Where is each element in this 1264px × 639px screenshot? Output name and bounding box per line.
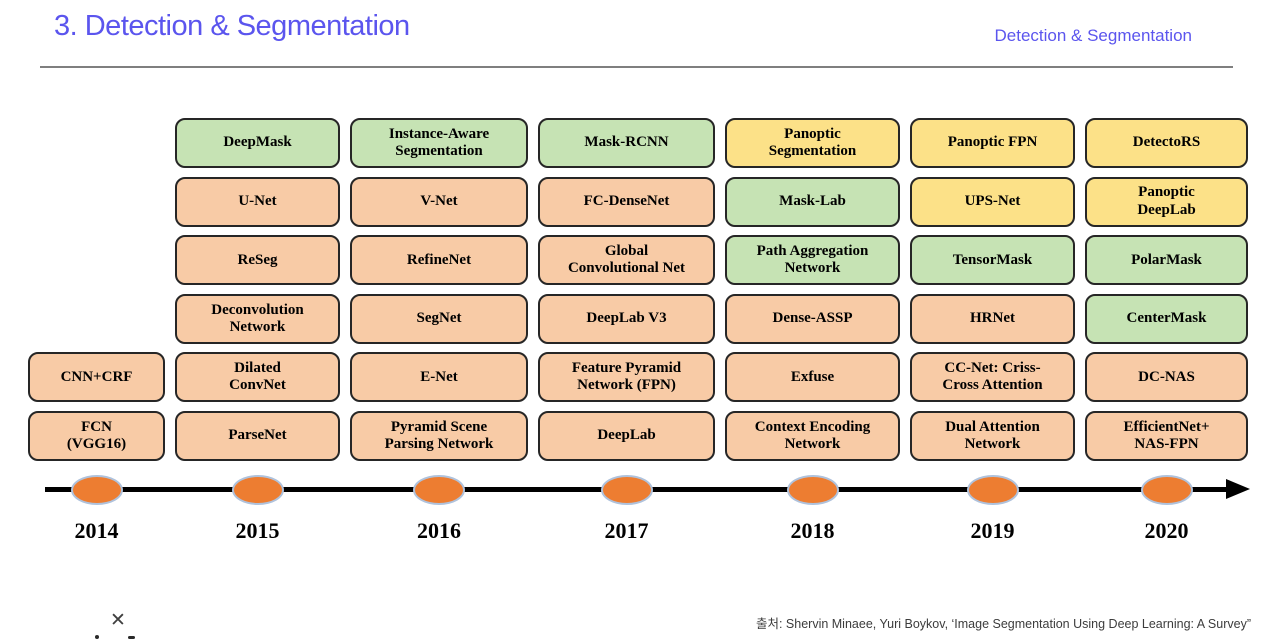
network-box: Instance-Aware Segmentation [350,118,528,168]
network-box: U-Net [175,176,340,227]
network-box: ParseNet [175,411,340,461]
network-box: Panoptic Segmentation [725,118,900,168]
network-box: Dual Attention Network [910,411,1075,461]
network-box: Mask-RCNN [538,118,715,168]
network-box: EfficientNet+ NAS-FPN [1085,411,1248,461]
year-label: 2019 [970,518,1015,543]
network-box: ReSeg [175,235,340,286]
network-box: Panoptic FPN [910,118,1075,168]
network-box: CenterMask [1085,293,1248,344]
network-box: Context Encoding Network [725,411,900,461]
cropped-signature-mark [95,635,99,639]
network-box: Global Convolutional Net [538,235,715,286]
network-box: CC-Net: Criss- Cross Attention [910,352,1075,403]
network-box: DeepLab V3 [538,293,715,344]
year-label: 2020 [1144,518,1189,543]
network-box: FC-DenseNet [538,176,715,227]
timeline-node [1140,475,1193,505]
network-box: RefineNet [350,235,528,286]
timeline-node [70,475,123,505]
network-box: V-Net [350,176,528,227]
network-box: SegNet [350,293,528,344]
network-box: DeepMask [175,118,340,168]
header-divider [40,66,1233,68]
network-box: HRNet [910,293,1075,344]
network-box: Dilated ConvNet [175,352,340,403]
timeline-node [413,475,465,505]
network-box: Feature Pyramid Network (FPN) [538,352,715,403]
network-box: CNN+CRF [28,352,165,403]
timeline-node [231,475,284,505]
network-box: PolarMask [1085,235,1248,286]
page-title: 3. Detection & Segmentation [54,10,410,42]
network-box: DC-NAS [1085,352,1248,403]
network-box: E-Net [350,352,528,403]
year-label: 2014 [74,518,119,543]
timeline-node [966,475,1019,505]
year-label: 2015 [235,518,280,543]
year-label: 2017 [604,518,649,543]
network-box: TensorMask [910,235,1075,286]
timeline-node [786,475,839,505]
timeline-arrowhead-icon [1226,479,1250,499]
cropped-signature-mark [128,636,135,639]
network-box: Pyramid Scene Parsing Network [350,411,528,461]
network-box: DetectoRS [1085,118,1248,168]
network-box: UPS-Net [910,176,1075,227]
network-box: Deconvolution Network [175,293,340,344]
year-label: 2018 [790,518,835,543]
network-box: Mask-Lab [725,176,900,227]
network-box: Dense-ASSP [725,293,900,344]
network-box: Panoptic DeepLab [1085,176,1248,227]
x-mark-icon: ✕ [110,610,126,631]
timeline-node [600,475,653,505]
section-tag: Detection & Segmentation [994,26,1192,45]
network-box: Path Aggregation Network [725,235,900,286]
source-citation: 출처: Shervin Minaee, Yuri Boykov, ‘Image … [755,617,1251,631]
network-box: Exfuse [725,352,900,403]
network-box: DeepLab [538,411,715,461]
network-box: FCN (VGG16) [28,411,165,461]
year-label: 2016 [417,518,461,543]
